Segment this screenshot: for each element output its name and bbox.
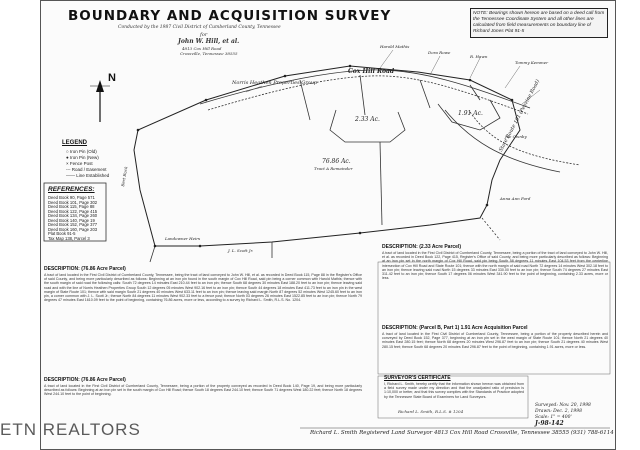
realtor-watermark: ETN REALTORS: [0, 420, 141, 439]
bearing-note-box: NOTE: Bearings shown hereon are based on…: [470, 8, 608, 38]
date-block: Surveyed: Nov. 20, 1998 Drawn: Dec. 2, 1…: [535, 403, 591, 427]
description-right-body-1: A tract of land located in the First Civ…: [382, 251, 608, 281]
tract-main-acreage: 76.86 Ac.: [322, 158, 351, 165]
reference-item: Tax Map 138, Parcel 3: [48, 235, 90, 241]
legend-item: ● Iron Pin (New): [66, 155, 99, 160]
reference-item: Deed Book 160, Page 203: [48, 226, 98, 232]
job-number: J-98-142: [535, 420, 564, 427]
cox-hill-road-line: [199, 69, 531, 109]
survey-sheet: [40, 0, 616, 450]
reference-item: Deed Book 90, Page 571: [48, 195, 95, 200]
adjoiner-top-label: Norris Heathen Properties Group: [232, 80, 318, 86]
road-label: Cox Hill Road: [348, 68, 395, 75]
adjoiner-top5-label: Tommy Kemmer: [515, 60, 548, 65]
certificate-body: I, Richard L. Smith, hereby certify that…: [384, 382, 524, 399]
references-title: REFERENCES:: [48, 186, 95, 193]
adjoiner-right2-label: Joe Ownby: [505, 134, 527, 139]
boundary-main: [133, 65, 521, 247]
tract-main-caption: Tract A Remainder: [314, 166, 353, 171]
description-left-heading-2: DESCRIPTION: (76.86 Acre Parcel): [44, 377, 126, 383]
reference-item: Deed Book 140, Page 19: [48, 217, 95, 223]
adjoiner-top3-label: Dora Rowe: [428, 50, 451, 55]
document-for: for: [200, 32, 208, 38]
adjoiner-bottom2-label: J. L. Scott Jr.: [228, 248, 254, 253]
document-subtitle: Conducted by the 1987 Civil District of …: [118, 25, 281, 30]
certificate-title: SURVEYOR'S CERTIFICATE: [384, 375, 451, 381]
drawn-date: Drawn: Dec. 2, 1998: [535, 409, 582, 414]
reference-item: Deed Book 134, Page 260: [48, 213, 98, 218]
reference-item: Deed Book 101, Page 302: [48, 199, 98, 205]
state-route-line: [444, 109, 561, 173]
survey-date: Surveyed: Nov. 20, 1998: [535, 403, 591, 408]
scale-text: Scale: 1" = 400': [535, 415, 572, 420]
description-right-heading-1: DESCRIPTION: (2.33 Acre Parcel): [382, 244, 462, 250]
document-title: BOUNDARY AND ACQUISITION SURVEY: [68, 8, 392, 24]
surveyor-footer-line: Richard L. Smith Registered Land Surveyo…: [310, 430, 614, 436]
adjoiner-top4-label: R. Hawn: [470, 54, 488, 59]
references-box: [43, 182, 107, 242]
legend-item: --- Road / Easement: [66, 167, 107, 172]
tract-small2-boundary: [437, 99, 501, 131]
reference-item: Deed Book 152, Page 377: [48, 222, 98, 227]
tract-small2-acreage: 1.91 Ac.: [458, 110, 483, 117]
north-label: N: [108, 72, 116, 84]
adjoiner-right-label: Anna Ann Ford: [500, 196, 531, 201]
reference-item: Deed Book 122, Page 415: [48, 208, 98, 214]
certificate-signature: Richard L. Smith, R.L.S. # 1204: [398, 409, 464, 414]
adjoiner-top2-label: Harold Mathis: [380, 44, 410, 49]
description-left-body-2: A tract of land located in the First Civ…: [44, 384, 362, 397]
description-right-body-2: A tract of land located in the First Civ…: [382, 332, 608, 349]
legend-title: LEGEND: [62, 140, 88, 146]
reference-item: Deed Book 115, Page 88: [48, 204, 95, 209]
description-right-heading-2: DESCRIPTION: (Parcel B, Part 1) 1.91 Acr…: [382, 325, 528, 331]
client-address-1: 4813 Cox Hill Road: [182, 46, 222, 51]
description-left-body-1: A tract of land located in the First Civ…: [44, 273, 362, 303]
tract-small-boundary: [329, 109, 406, 143]
description-left-heading-1: DESCRIPTION: (76.86 Acre Parcel): [44, 266, 126, 272]
client-address-2: Crossville, Tennessee 38555: [180, 51, 238, 56]
legend-item: ○ Iron Pin (Old): [66, 149, 97, 154]
client-name: John W. Hill, et al.: [178, 38, 240, 45]
tract-small-acreage: 2.33 Ac.: [355, 116, 380, 123]
adjoiner-bottom-label: Landowner Heirs: [165, 236, 201, 241]
north-arrow-icon: [90, 80, 110, 122]
reference-item: Plat Book 91-5: [48, 231, 76, 236]
legend-item: × Fence Post: [66, 161, 93, 166]
legend-item: —— Line Established: [66, 173, 110, 178]
